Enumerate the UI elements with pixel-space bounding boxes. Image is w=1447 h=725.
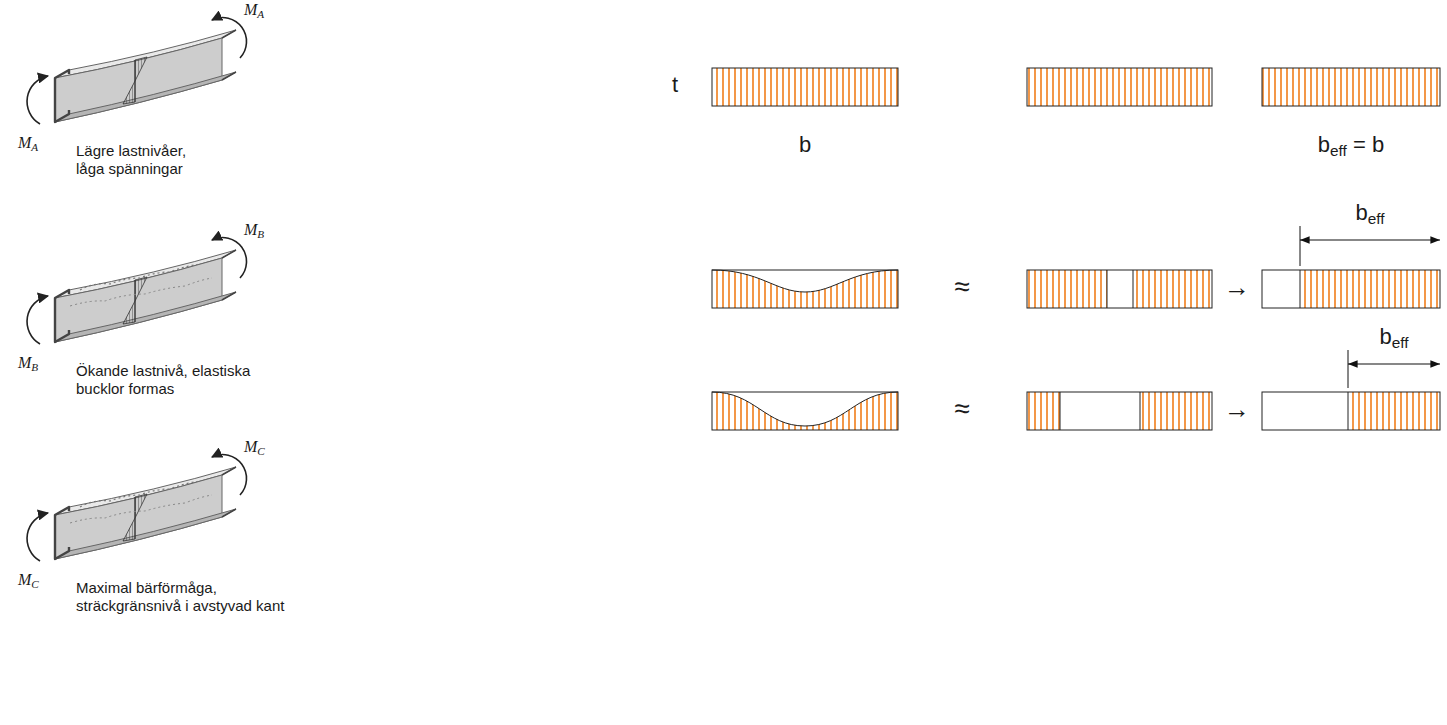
effective-part [1027,392,1060,430]
part-edge [1348,392,1349,430]
plate-effective [1262,68,1440,106]
buckle-line [70,481,212,523]
stage-caption: Lägre lastnivåer, låga spänningar [76,142,211,178]
stress-distribution [712,270,898,308]
approx-sign: ≈ [954,392,969,426]
plate-outline [1027,392,1212,430]
channel-beam [27,238,246,344]
plate-outline [1027,270,1212,308]
moment-label: MA [18,133,38,154]
effective-part [1140,392,1212,430]
effective-part [1027,270,1107,308]
plate-outline [712,270,898,308]
buckle-line [70,264,212,306]
stage-caption: Ökande lastnivå, elastiska bucklor forma… [76,362,251,398]
effective-part [1133,270,1212,308]
part-edge [1133,270,1134,308]
plate-outline [1262,270,1440,308]
moment-label: MC [244,437,265,458]
part-edge [1060,392,1061,430]
part-edge [1107,270,1108,308]
effective-width-label: beff [1379,324,1408,352]
stage-caption: Maximal bärförmåga, sträckgränsnivå i av… [76,579,308,615]
moment-label: MC [18,570,39,591]
effective-part [1348,392,1440,430]
width-label: b [799,132,811,158]
moment-label: MA [244,0,264,21]
dimension-tick [1300,226,1301,266]
plate-outline [712,392,898,430]
dimension-tick [1348,350,1349,388]
plate-stress [712,68,898,106]
part-edge [1300,270,1301,308]
thickness-label: t [672,72,678,98]
channel-beam [27,18,246,124]
part-edge [1140,392,1141,430]
effective-width-label: beff = b [1318,132,1384,160]
moment-label: MB [18,353,38,374]
approx-sign: ≈ [954,270,969,304]
stress-curve [712,392,898,426]
dimension-line [1348,363,1440,364]
stress-curve [712,270,898,292]
plate-outline [1262,392,1440,430]
arrow-sign: → [1224,272,1250,303]
channel-beam [27,455,246,561]
plate-equivalent [1027,68,1212,106]
stress-distribution [712,392,898,430]
effective-width-label: beff [1355,200,1384,228]
dimension-line [1300,239,1440,240]
moment-label: MB [244,220,264,241]
arrow-sign: → [1224,394,1250,425]
effective-part [1300,270,1440,308]
